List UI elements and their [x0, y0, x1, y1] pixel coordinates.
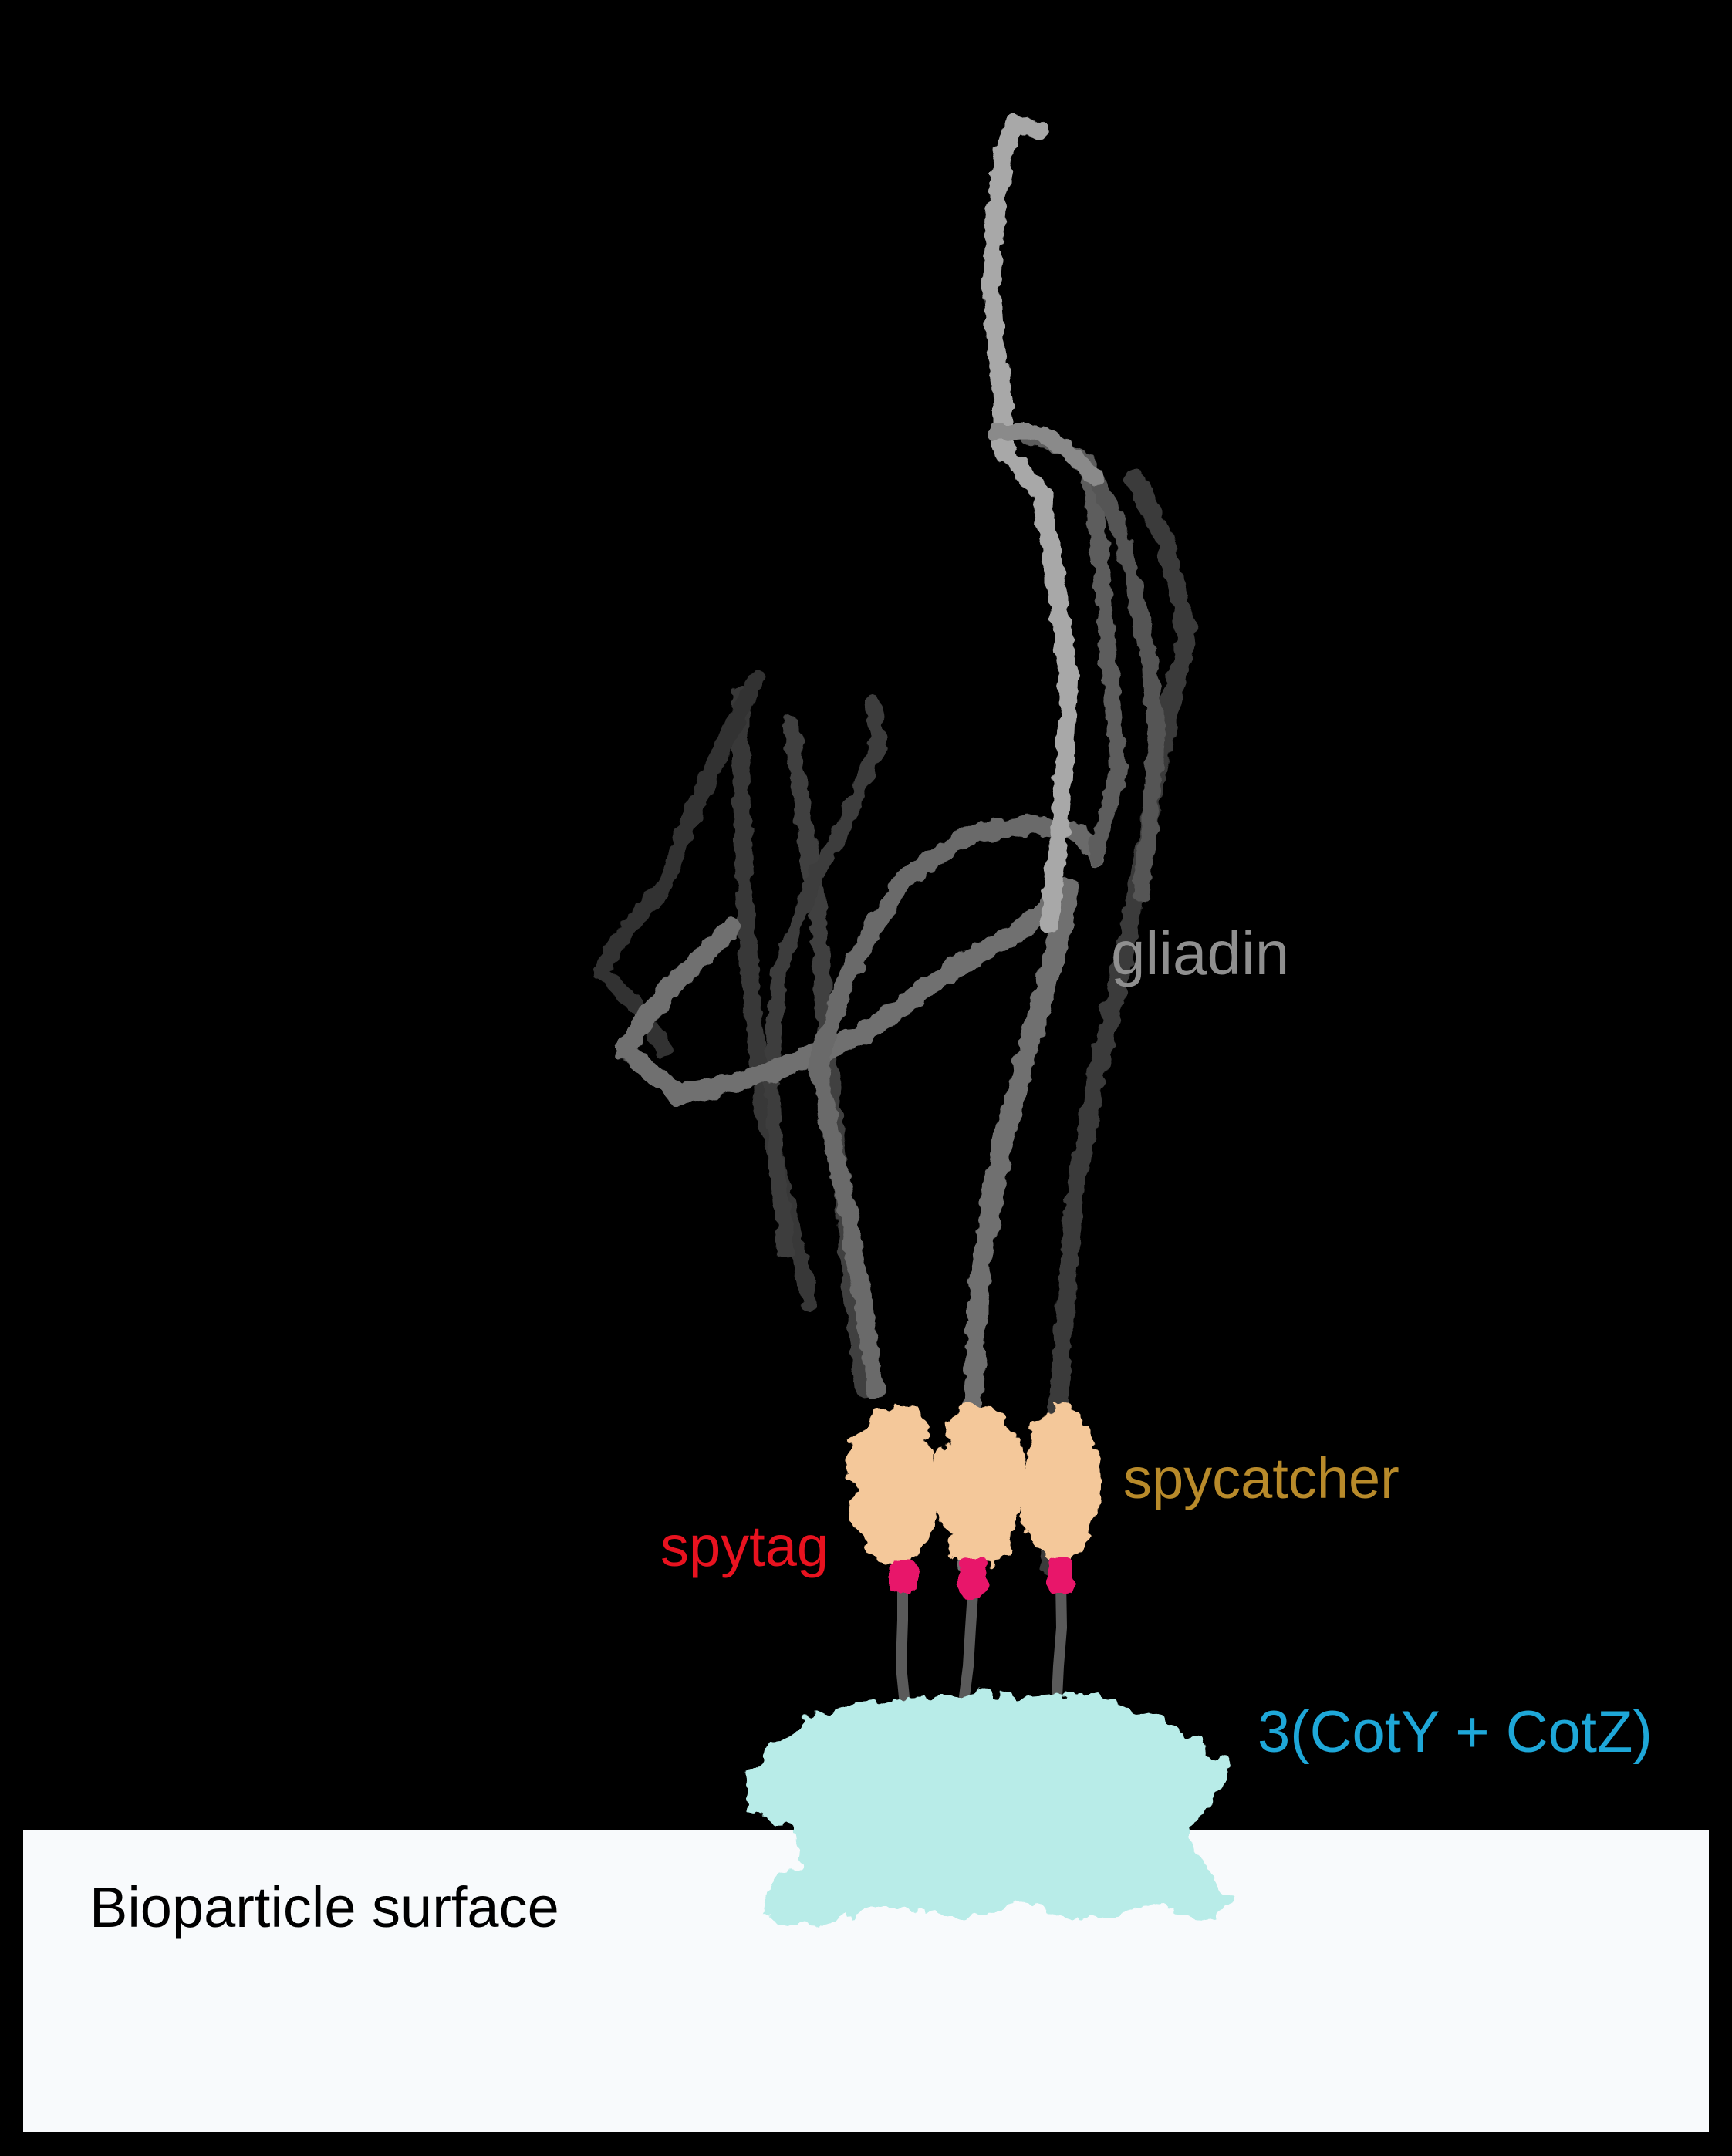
- spycatcher-label: spycatcher: [1123, 1446, 1399, 1510]
- linker-1: [895, 1576, 910, 1702]
- gliadin-chain-mid-1: [615, 877, 1079, 1576]
- gliadin-chains: [593, 114, 1197, 1576]
- coty-cotz-lobe-1: [795, 1720, 934, 1828]
- coty-cotz-lobe-3: [1038, 1726, 1184, 1837]
- spytag-peptides: [889, 1558, 1074, 1598]
- spytag-label: spytag: [660, 1514, 829, 1578]
- linker-2: [959, 1576, 979, 1702]
- spytag-peptide-1: [889, 1558, 917, 1594]
- coty-cotz-complex: [744, 1693, 1234, 1928]
- gliadin-chain-light-1: [982, 114, 1078, 935]
- gliadin-chain-dark-4: [593, 670, 765, 1058]
- coty-cotz-label: 3(CotY + CotZ): [1258, 1699, 1653, 1765]
- spycatcher-domain-1: [850, 1404, 940, 1566]
- coty-cotz-lobe-2: [910, 1701, 1080, 1832]
- spycatcher-domain-2: [937, 1402, 1023, 1568]
- gliadin-chain-mid-2: [809, 816, 1105, 1398]
- gliadin-chain-dark-5: [764, 694, 887, 1257]
- linkers: [895, 1576, 1068, 1702]
- gliadin-chain-mid-4: [1087, 470, 1166, 903]
- spycatcher-domains: [850, 1402, 1101, 1568]
- bioparticle-surface-label: Bioparticle surface: [89, 1875, 559, 1939]
- gliadin-label: gliadin: [1111, 919, 1290, 987]
- gliadin-chain-dark-1: [1040, 469, 1197, 1575]
- spycatcher-domain-3: [1021, 1405, 1101, 1565]
- gliadin-chain-light-2: [987, 423, 1104, 487]
- linker-3: [1052, 1576, 1068, 1702]
- spytag-peptide-3: [1048, 1558, 1074, 1594]
- spytag-peptide-2: [960, 1558, 988, 1598]
